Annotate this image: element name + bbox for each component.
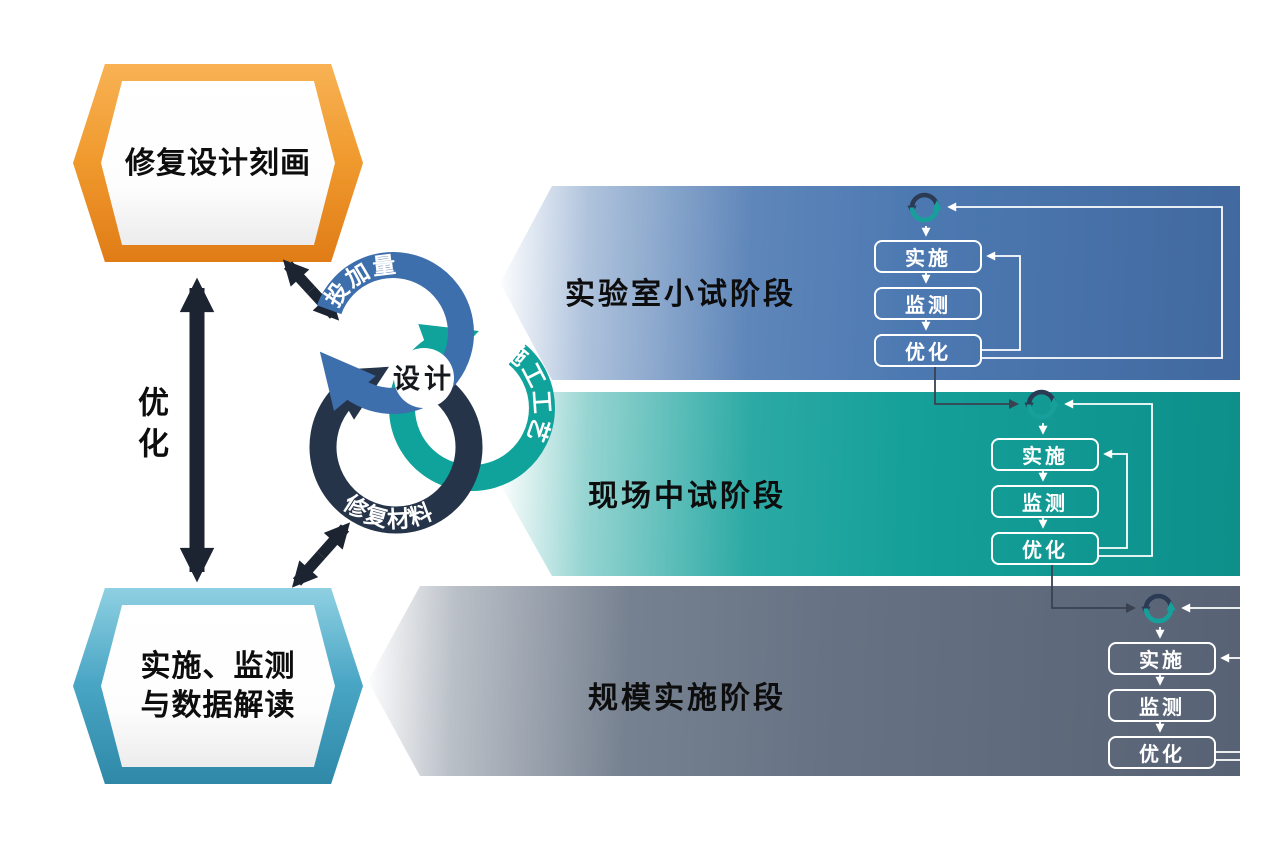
scale-step-optimize: 优化	[1108, 736, 1216, 769]
field-step-optimize: 优化	[991, 532, 1099, 565]
dosage-ring	[316, 252, 474, 414]
implement-hexagon-line1: 实施、监测	[140, 650, 296, 683]
implement-hexagon-panel: 实施、监测 与数据解读	[101, 605, 335, 767]
design-hexagon: 修复设计刻画	[73, 64, 363, 262]
lab-step-optimize: 优化	[874, 334, 982, 367]
scale-step-monitor: 监测	[1108, 689, 1216, 722]
stage-label-lab: 实验室小试阶段	[565, 278, 796, 311]
stage-label-field: 现场中试阶段	[588, 480, 786, 513]
optimize-label: 优化	[133, 386, 168, 468]
implement-hexagon: 实施、监测 与数据解读	[73, 588, 363, 784]
material-label: 修复材料	[338, 489, 437, 532]
design-hexagon-label: 修复设计刻画	[125, 146, 311, 180]
implement-cycle-double-arrow	[291, 522, 351, 588]
scale-step-implement: 实施	[1108, 642, 1216, 675]
implement-hexagon-line2: 与数据解读	[140, 689, 296, 722]
field-step-implement: 实施	[991, 438, 1099, 471]
design-hexagon-panel: 修复设计刻画	[101, 81, 335, 245]
design-center-label: 设计	[393, 364, 455, 394]
lab-step-implement: 实施	[874, 240, 982, 273]
lab-step-monitor: 监测	[874, 287, 982, 320]
field-step-monitor: 监测	[991, 485, 1099, 518]
band-scale-stage	[368, 586, 1240, 776]
material-ring	[309, 366, 483, 534]
design-cycle-double-arrow	[282, 259, 340, 321]
implement-hexagon-label: 实施、监测 与数据解读	[141, 647, 296, 725]
design-center-disc	[394, 348, 454, 408]
stage-label-scale: 规模实施阶段	[588, 682, 786, 715]
